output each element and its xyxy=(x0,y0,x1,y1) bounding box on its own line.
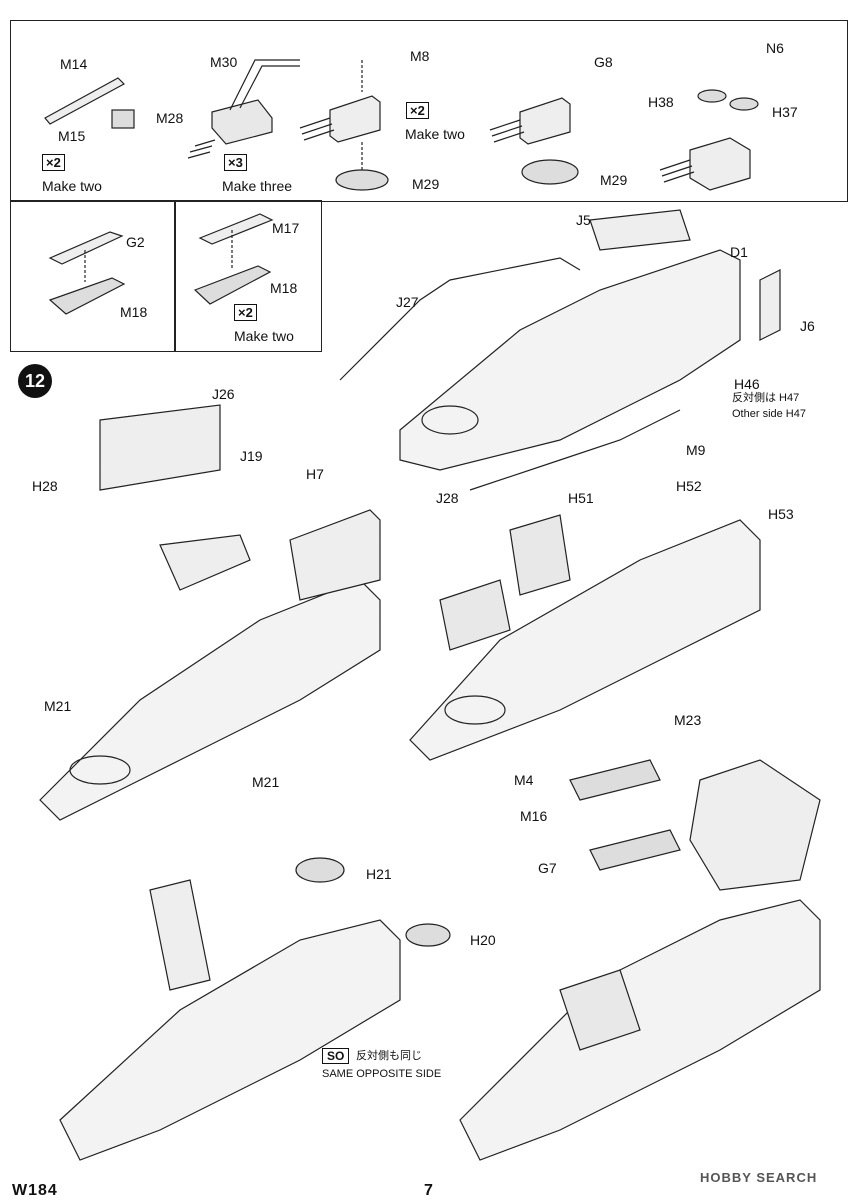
label-M30: M30 xyxy=(210,54,238,70)
boat-panel-right xyxy=(174,200,322,352)
label-H20: H20 xyxy=(470,932,496,948)
note-make-three: Make three xyxy=(222,178,293,194)
multiplier-x2-a: ×2 xyxy=(42,154,65,171)
same-side-en: SAME OPPOSITE SIDE xyxy=(322,1068,442,1080)
note-make-two-a: Make two xyxy=(42,178,102,194)
page-number: 7 xyxy=(424,1182,433,1199)
note-make-two-c: Make two xyxy=(234,328,294,344)
label-H38: H38 xyxy=(648,94,674,110)
label-H28: H28 xyxy=(32,478,58,494)
label-M9: M9 xyxy=(686,442,706,458)
kit-code: W184 xyxy=(12,1182,58,1199)
same-side-jp: 反対側も同じ xyxy=(356,1050,422,1062)
label-H7: H7 xyxy=(306,466,324,482)
label-M23: M23 xyxy=(674,712,702,728)
label-M18-a: M18 xyxy=(120,304,148,320)
label-M21-b: M21 xyxy=(252,774,280,790)
label-M18-b: M18 xyxy=(270,280,298,296)
multiplier-x3: ×3 xyxy=(224,154,247,171)
label-M15: M15 xyxy=(58,128,86,144)
label-M29-a: M29 xyxy=(412,176,440,192)
label-H47-jp: 反対側は H47 xyxy=(732,392,800,404)
label-J19: J19 xyxy=(240,448,263,464)
label-M29-b: M29 xyxy=(600,172,628,188)
label-G8: G8 xyxy=(594,54,613,70)
label-H21: H21 xyxy=(366,866,392,882)
label-H37: H37 xyxy=(772,104,798,120)
label-J28: J28 xyxy=(436,490,459,506)
label-M8: M8 xyxy=(410,48,430,64)
note-make-two-b: Make two xyxy=(405,126,465,142)
label-H53: H53 xyxy=(768,506,794,522)
label-M21-a: M21 xyxy=(44,698,72,714)
same-side-badge: SO xyxy=(322,1048,350,1064)
label-M17: M17 xyxy=(272,220,300,236)
boat-panel-left xyxy=(10,200,176,352)
label-G2: G2 xyxy=(126,234,145,250)
label-J5: J5 xyxy=(576,212,591,228)
label-G7: G7 xyxy=(538,860,557,876)
multiplier-x2-c: ×2 xyxy=(234,304,257,321)
label-M4: M4 xyxy=(514,772,534,788)
label-H51: H51 xyxy=(568,490,594,506)
label-J26: J26 xyxy=(212,386,235,402)
label-M28: M28 xyxy=(156,110,184,126)
label-J6: J6 xyxy=(800,318,815,334)
multiplier-x2-b: ×2 xyxy=(406,102,429,119)
watermark-logo: HOBBY SEARCH xyxy=(700,1170,818,1185)
label-J27: J27 xyxy=(396,294,419,310)
label-M16: M16 xyxy=(520,808,548,824)
label-M14: M14 xyxy=(60,56,88,72)
label-H46: H46 xyxy=(734,376,760,392)
label-H47-en: Other side H47 xyxy=(732,408,806,420)
label-H52: H52 xyxy=(676,478,702,494)
label-N6: N6 xyxy=(766,40,784,56)
label-D1: D1 xyxy=(730,244,748,260)
top-panel xyxy=(10,20,848,202)
step-number-badge: 12 xyxy=(18,364,52,398)
